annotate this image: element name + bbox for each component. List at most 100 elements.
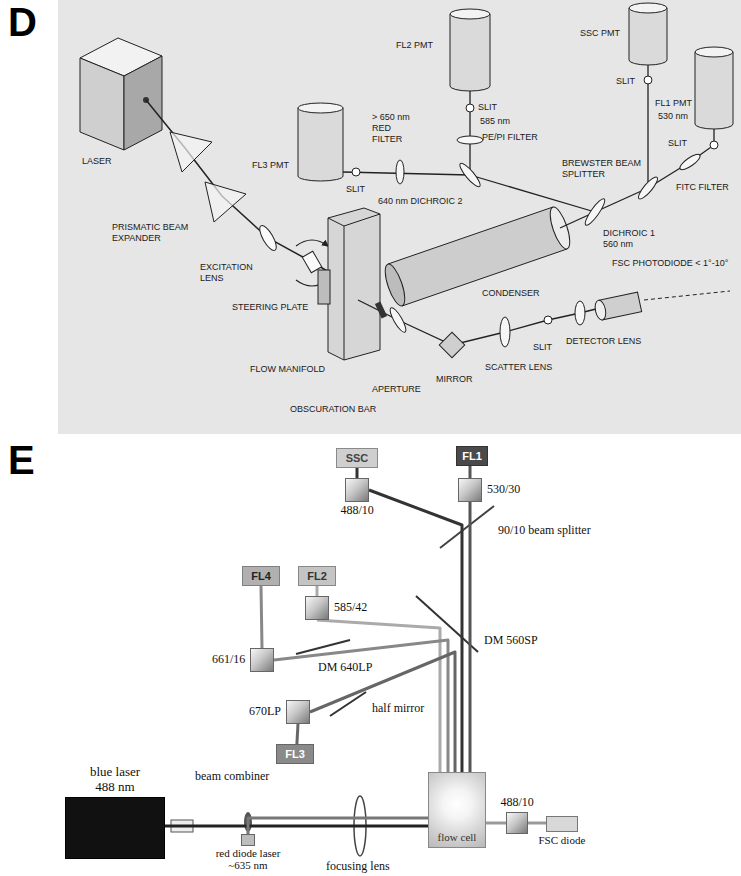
lens: [257, 223, 280, 252]
light-beam: [310, 652, 455, 772]
light-beam: [486, 821, 506, 824]
pmt-cylinder: [298, 108, 343, 181]
photo-ground: [58, 0, 741, 434]
part-name: SCATTER LENS: [485, 362, 552, 373]
detector-box: SSC: [336, 448, 378, 468]
part-name: 90/10 beam splitter: [498, 524, 591, 538]
detector-box: FL2: [298, 566, 336, 586]
pmt-cylinder: [450, 14, 490, 91]
node-label: 488/10: [341, 504, 374, 518]
node-label: red diode laser ~635 nm: [208, 848, 288, 871]
part-name: FLOW MANIFOLD: [250, 364, 325, 375]
part-name: SLIT: [668, 138, 687, 149]
pmt-cylinder: [695, 52, 733, 129]
part-name: STEERING PLATE: [232, 302, 308, 313]
filter-disc: [396, 160, 404, 184]
part-name: OBSCURATION BAR: [290, 404, 376, 415]
slit: [710, 141, 718, 149]
aperture: [388, 306, 409, 334]
part-name: APERTURE: [372, 384, 421, 395]
node-label: flow cell: [438, 831, 477, 844]
slit: [644, 76, 652, 84]
light-beam: [468, 502, 471, 772]
slit: [544, 316, 552, 324]
filter-name: > 650 nm RED FILTER: [372, 112, 422, 144]
light-beam: [469, 466, 472, 478]
detector-name: FL1 PMT: [655, 98, 692, 109]
diode-laser-box: red diode laser ~635 nm: [241, 834, 255, 846]
flow-manifold: [328, 208, 380, 360]
pmt-cylinder: [298, 103, 343, 113]
photodiode: [593, 299, 607, 321]
slit: [352, 168, 360, 176]
condenser: [388, 207, 567, 306]
light-beam: [274, 640, 448, 772]
laser-housing: [80, 58, 124, 150]
filter-square: 488/10: [345, 478, 369, 502]
light-beam: [297, 724, 298, 744]
part-name: 640 nm DICHROIC 2: [378, 196, 463, 207]
flow-cell: flow cell: [428, 772, 486, 848]
part-name: SLIT: [533, 342, 552, 353]
light-beam: [356, 468, 359, 478]
part-name: CONDENSER: [482, 288, 540, 299]
part-name: PRISMATIC BEAM EXPANDER: [112, 222, 194, 244]
node-label: 488/10: [501, 796, 534, 810]
node-label: FL2: [307, 570, 327, 583]
part-name: SLIT: [478, 102, 497, 113]
detector-name: FL3 PMT: [252, 160, 289, 171]
part-name: MIRROR: [436, 374, 473, 385]
dichroic-mirror: [583, 197, 608, 228]
filter-name: PE/PI FILTER: [482, 132, 538, 143]
light-beam: [528, 822, 546, 825]
panel-letter: D: [8, 2, 37, 42]
node-label: 661/16: [212, 653, 245, 667]
lens: [575, 301, 585, 325]
detector-box: FL4: [242, 566, 280, 586]
lens: [500, 317, 510, 347]
filter-square: 585/42: [305, 596, 329, 620]
beam-splitter: [440, 506, 494, 548]
detector-name: SSC PMT: [580, 28, 620, 39]
light-beam: [316, 586, 319, 596]
part-name: LASER: [82, 156, 112, 167]
prism: [170, 132, 212, 172]
pmt-cylinder: [629, 3, 667, 13]
filter-square: 661/16: [250, 648, 274, 672]
laser-box: blue laser 488 nm: [65, 797, 165, 859]
filter-name: FITC FILTER: [676, 182, 729, 193]
part-name: beam combiner: [195, 770, 269, 784]
part-name: focusing lens: [326, 860, 390, 874]
pmt-cylinder: [629, 8, 667, 65]
node-label: SSC: [346, 452, 369, 465]
dichroic-mirror: [457, 161, 482, 189]
obscuration-bar: [375, 301, 387, 318]
beam-splitter: [636, 175, 660, 202]
part-name: half mirror: [372, 702, 424, 716]
light-beam: [261, 586, 262, 648]
wavelength-label: 530 nm: [658, 111, 688, 122]
light-beam: [165, 824, 428, 827]
node-label: FSC diode: [539, 834, 586, 847]
filter-disc: [457, 136, 483, 144]
flow-manifold: [344, 226, 345, 360]
flow-manifold: [318, 270, 330, 304]
light-path: [343, 172, 470, 175]
part-name: DM 560SP: [484, 634, 538, 648]
condenser: [381, 262, 409, 308]
filter-square: 530/30: [458, 478, 482, 502]
rotation-arrow: [296, 240, 328, 246]
part-name: EXCITATION LENS: [200, 262, 264, 284]
node-label: blue laser 488 nm: [79, 765, 151, 795]
node-label: 670LP: [249, 705, 281, 719]
light-path: [470, 175, 595, 212]
photodiode-box: FSC diode: [546, 816, 578, 832]
photodiode: [593, 292, 641, 321]
part-name: SLIT: [346, 184, 365, 195]
node-label: 530/30: [487, 483, 520, 497]
scatter-path: [358, 300, 600, 345]
